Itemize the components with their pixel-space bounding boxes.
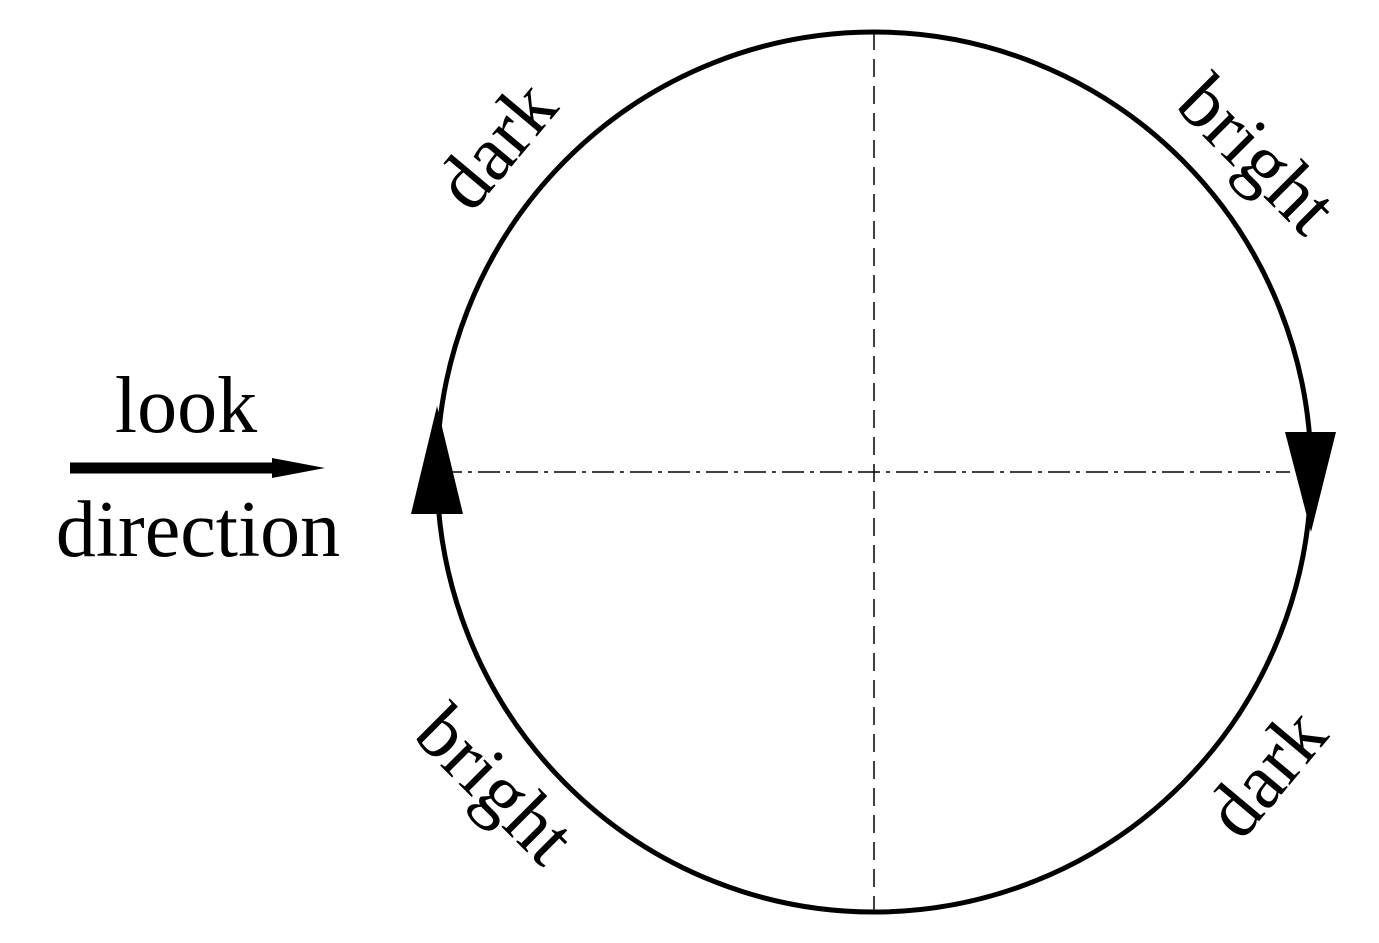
look-direction-arrowhead-icon: [272, 458, 325, 478]
right-arrowhead-icon: [1285, 432, 1336, 532]
direction-label: direction: [56, 486, 340, 574]
quadrant-label-top-left: dark: [418, 63, 574, 225]
quadrant-label-top-right: bright: [1161, 57, 1354, 250]
left-arrowhead-icon: [411, 406, 463, 514]
look-label: look: [115, 362, 257, 450]
quadrant-label-bottom-right: dark: [1188, 691, 1344, 853]
